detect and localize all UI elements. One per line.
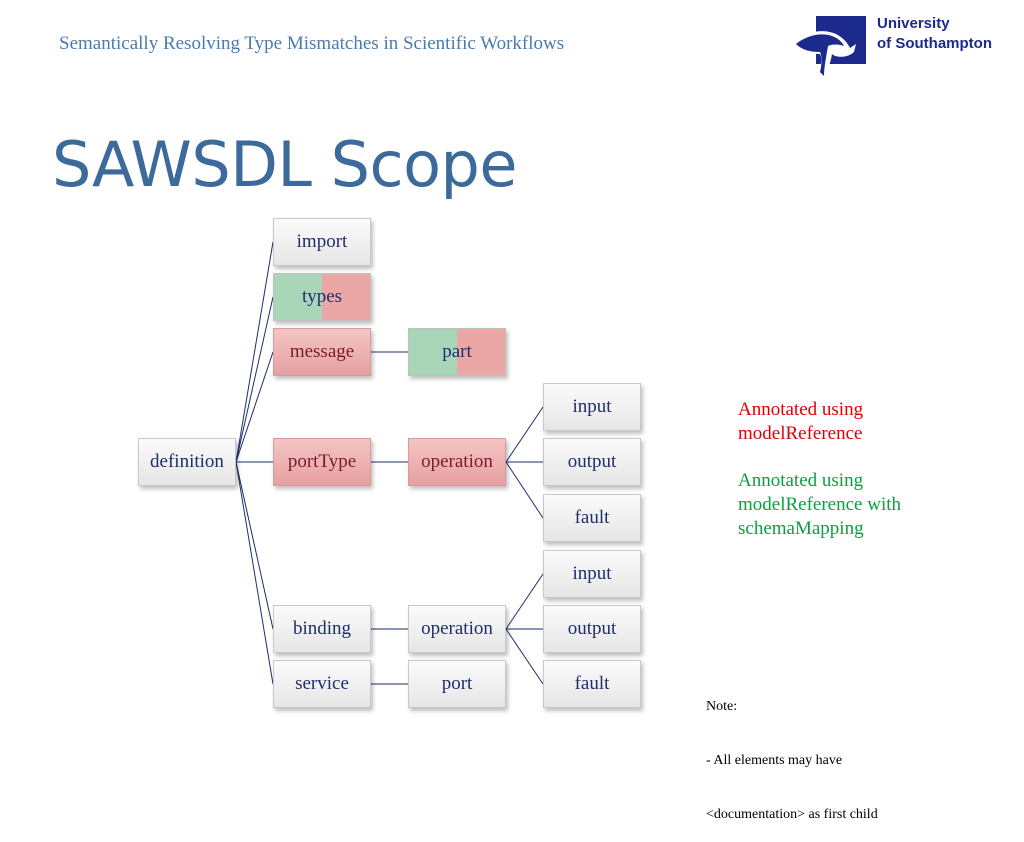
connector-definition-types [235, 296, 274, 463]
dolphin-logo-icon [794, 16, 866, 80]
node-porttype: portType [273, 438, 371, 486]
node-import: import [273, 218, 371, 266]
university-logo: University of Southampton [792, 14, 1012, 86]
node-op1-fault: fault [543, 494, 641, 542]
node-port: port [408, 660, 506, 708]
connector-op1-input [505, 406, 544, 463]
node-definition: definition [138, 438, 236, 486]
node-porttype-operation: operation [408, 438, 506, 486]
node-binding-operation: operation [408, 605, 506, 653]
legend-modelreference: Annotated using modelReference [738, 399, 864, 444]
node-service: service [273, 660, 371, 708]
node-binding: binding [273, 605, 371, 653]
connector-lines [235, 241, 544, 685]
slide-header: Semantically Resolving Type Mismatches i… [59, 33, 565, 54]
slide-title: SAWSDL Scope [52, 128, 518, 201]
connector-definition-binding [235, 461, 274, 630]
logo-line-1: University [877, 15, 950, 32]
connector-definition-import [235, 241, 274, 463]
node-part: part [408, 328, 506, 376]
node-op1-input: input [543, 383, 641, 431]
logo-line-2: of Southampton [877, 35, 992, 52]
legend-schemamapping: Annotated using modelReference with sche… [738, 470, 902, 539]
node-op2-output: output [543, 605, 641, 653]
node-op1-output: output [543, 438, 641, 486]
connector-definition-message [235, 351, 274, 463]
connector-definition-service [235, 461, 274, 685]
node-types: types [273, 273, 371, 321]
connector-op2-fault [505, 628, 544, 685]
node-op2-fault: fault [543, 660, 641, 708]
connector-op2-input [505, 573, 544, 630]
documentation-note: Note: - All elements may have <documenta… [706, 699, 878, 822]
connector-op1-fault [505, 461, 544, 519]
node-op2-input: input [543, 550, 641, 598]
node-message: message [273, 328, 371, 376]
